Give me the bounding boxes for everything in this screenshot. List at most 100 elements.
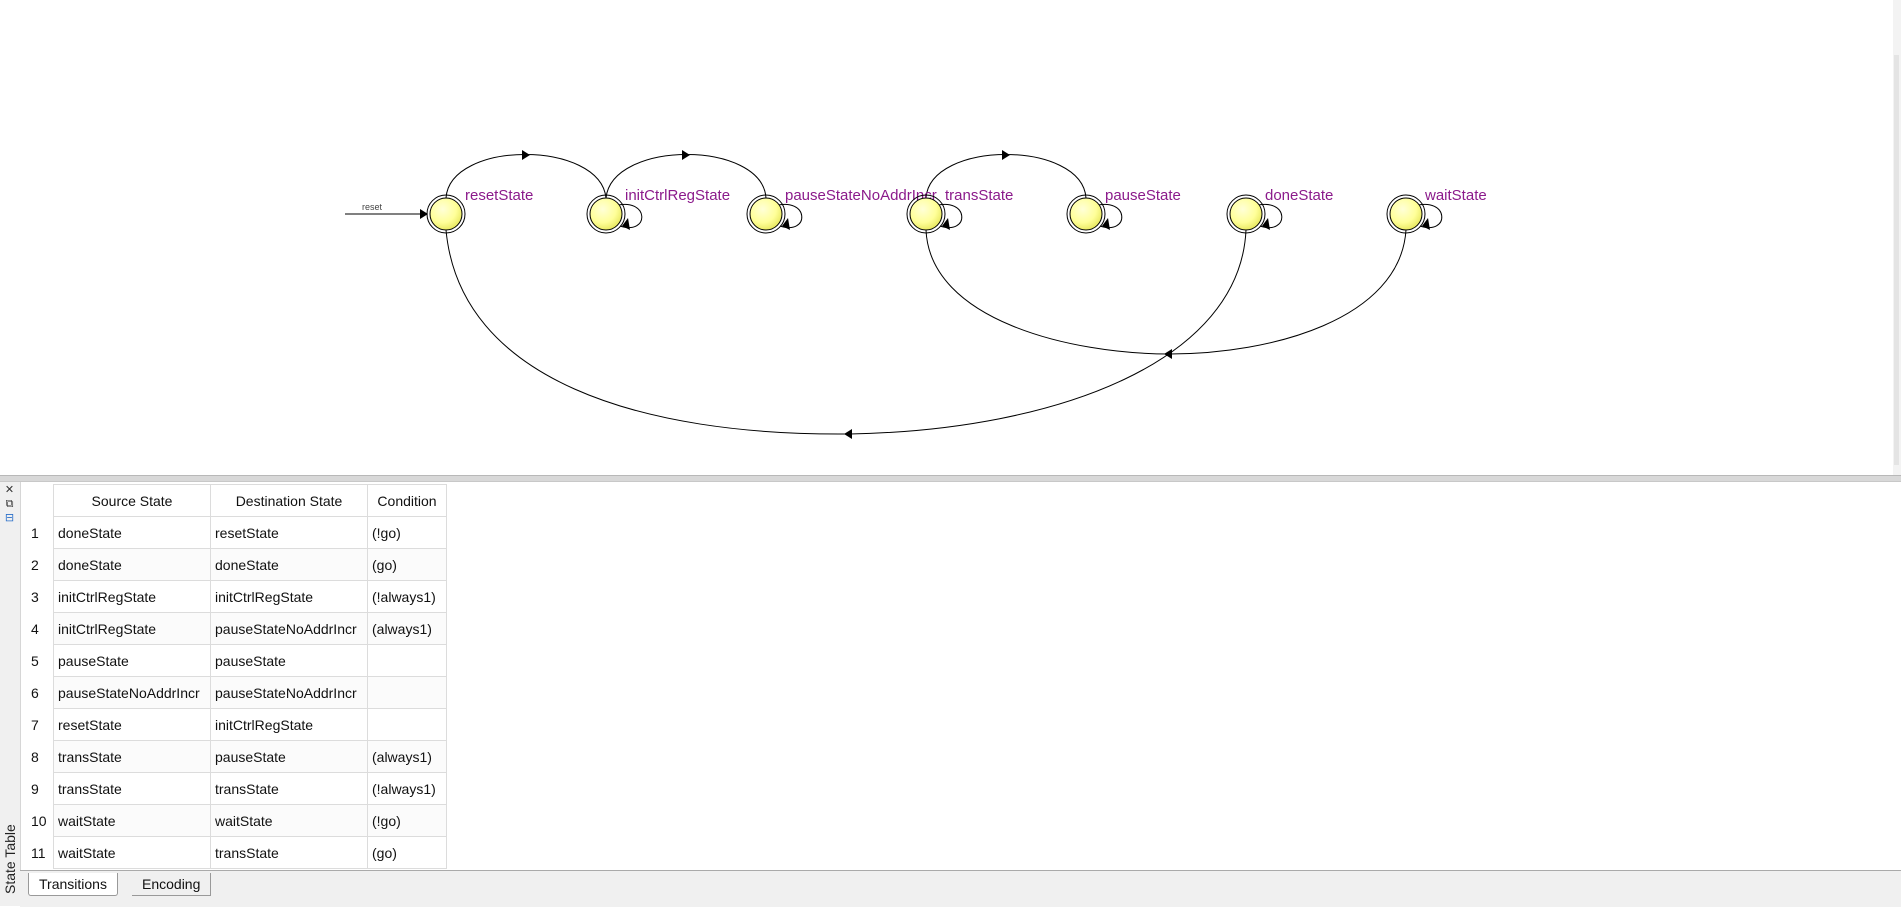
source-cell[interactable]: doneState <box>53 548 211 581</box>
restore-window-icon[interactable]: ⧉ <box>5 498 14 510</box>
arrowhead <box>942 218 950 230</box>
state-diagram-canvas[interactable]: reset <box>0 0 1901 475</box>
panel-title: State Table <box>2 824 18 894</box>
condition-cell[interactable]: (always1) <box>367 612 447 645</box>
condition-cell[interactable] <box>367 644 447 677</box>
state-node-initCtrlRegState[interactable]: initCtrlRegState <box>586 187 730 234</box>
condition-cell[interactable]: (!always1) <box>367 772 447 805</box>
diagram-vertical-scrollbar[interactable] <box>1893 0 1901 475</box>
arrowhead <box>682 150 690 160</box>
arrowhead <box>1262 218 1270 230</box>
state-diagram: reset <box>345 150 1487 439</box>
state-label: doneState <box>1265 187 1333 204</box>
source-cell[interactable]: transState <box>53 740 211 773</box>
destination-cell[interactable]: waitState <box>210 804 368 837</box>
row-number: 8 <box>25 740 54 773</box>
column-header-source[interactable]: Source State <box>53 484 211 517</box>
state-label: pauseStateNoAddrIncr <box>785 187 937 204</box>
source-cell[interactable]: initCtrlRegState <box>53 612 211 645</box>
state-node-pauseState[interactable]: pauseState <box>1066 187 1181 234</box>
condition-cell[interactable]: (!go) <box>367 804 447 837</box>
condition-cell[interactable]: (always1) <box>367 740 447 773</box>
source-cell[interactable]: pauseState <box>53 644 211 677</box>
panel-splitter[interactable] <box>0 475 1901 482</box>
row-number: 10 <box>25 804 54 837</box>
source-cell[interactable]: waitState <box>53 804 211 837</box>
close-icon[interactable]: ✕ <box>4 484 15 496</box>
state-label: waitState <box>1424 187 1487 204</box>
tab-encoding[interactable]: Encoding <box>132 873 212 896</box>
arrowhead <box>1164 349 1172 359</box>
state-label: resetState <box>465 187 533 204</box>
condition-cell[interactable] <box>367 708 447 741</box>
transition-wait-to-trans[interactable] <box>925 229 1407 355</box>
row-number: 4 <box>25 612 54 645</box>
condition-cell[interactable]: (go) <box>367 548 447 581</box>
condition-cell[interactable]: (!always1) <box>367 580 447 613</box>
destination-cell[interactable]: initCtrlRegState <box>210 708 368 741</box>
table-header-row: Source State Destination State Condition <box>25 484 447 517</box>
condition-cell[interactable]: (!go) <box>367 516 447 549</box>
destination-cell[interactable]: pauseState <box>210 740 368 773</box>
destination-cell[interactable]: initCtrlRegState <box>210 580 368 613</box>
source-cell[interactable]: pauseStateNoAddrIncr <box>53 676 211 709</box>
row-number: 2 <box>25 548 54 581</box>
row-number-header <box>25 484 54 517</box>
destination-cell[interactable]: pauseStateNoAddrIncr <box>210 612 368 645</box>
state-node-resetState[interactable]: resetState <box>426 187 533 234</box>
row-number: 6 <box>25 676 54 709</box>
row-number: 7 <box>25 708 54 741</box>
dock-strip: ✕ ⧉ ⊟ State Table <box>0 482 21 906</box>
destination-cell[interactable]: pauseStateNoAddrIncr <box>210 676 368 709</box>
state-label: initCtrlRegState <box>625 187 730 204</box>
destination-cell[interactable]: transState <box>210 836 368 869</box>
state-node-transState[interactable]: transState <box>906 187 1013 234</box>
state-label: pauseState <box>1105 187 1181 204</box>
source-cell[interactable]: resetState <box>53 708 211 741</box>
reset-entry-arrow[interactable]: reset <box>345 202 428 219</box>
arrowhead <box>782 218 790 230</box>
arrowhead <box>522 150 530 160</box>
arrowhead <box>622 218 630 230</box>
arrowhead <box>1102 218 1110 230</box>
arrowhead <box>1002 150 1010 160</box>
state-node-pauseStateNoAddrIncr[interactable]: pauseStateNoAddrIncr <box>746 187 937 234</box>
bottom-tab-bar: Transitions Encoding <box>20 870 1901 907</box>
arrowhead <box>1422 218 1430 230</box>
state-transition-table: Source State Destination State Condition… <box>25 484 447 869</box>
destination-cell[interactable]: transState <box>210 772 368 805</box>
destination-cell[interactable]: resetState <box>210 516 368 549</box>
destination-cell[interactable]: doneState <box>210 548 368 581</box>
source-cell[interactable]: waitState <box>53 836 211 869</box>
condition-cell[interactable]: (go) <box>367 836 447 869</box>
column-header-condition[interactable]: Condition <box>367 484 447 517</box>
row-number: 5 <box>25 644 54 677</box>
tab-transitions[interactable]: Transitions <box>28 873 118 896</box>
source-cell[interactable]: transState <box>53 772 211 805</box>
scrollbar-thumb[interactable] <box>1894 55 1899 465</box>
row-number: 1 <box>25 516 54 549</box>
state-table-panel: ✕ ⧉ ⊟ State Table Source State Destinati… <box>0 482 1901 906</box>
state-node-waitState[interactable]: waitState <box>1386 187 1487 234</box>
transition-done-to-reset[interactable] <box>445 229 1247 435</box>
state-node-doneState[interactable]: doneState <box>1226 187 1333 234</box>
destination-cell[interactable]: pauseState <box>210 644 368 677</box>
column-header-destination[interactable]: Destination State <box>210 484 368 517</box>
state-label: transState <box>945 187 1013 204</box>
source-cell[interactable]: initCtrlRegState <box>53 580 211 613</box>
source-cell[interactable]: doneState <box>53 516 211 549</box>
condition-cell[interactable] <box>367 676 447 709</box>
row-number: 3 <box>25 580 54 613</box>
pin-icon[interactable]: ⊟ <box>4 512 15 524</box>
